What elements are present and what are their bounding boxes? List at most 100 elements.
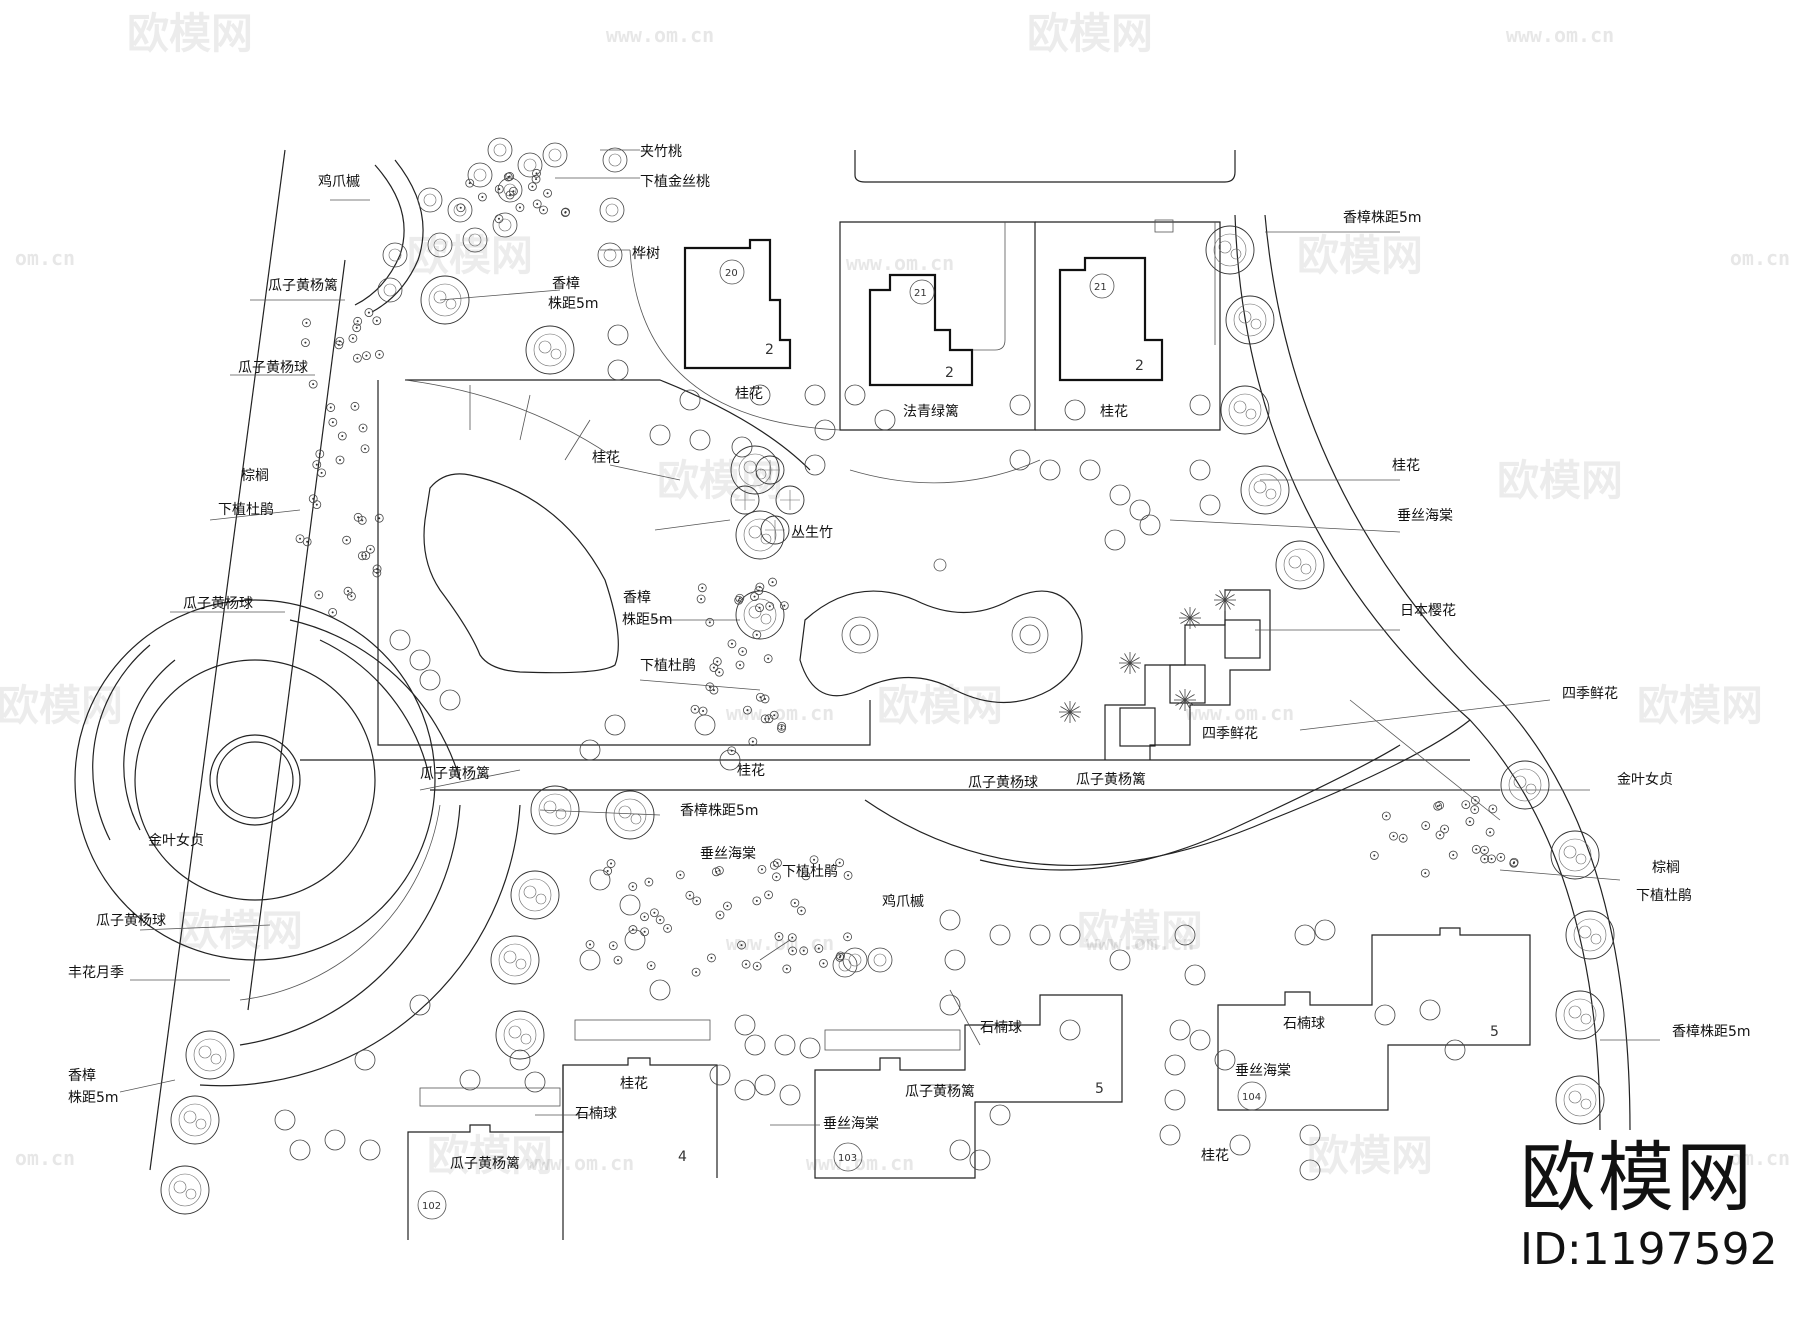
shrub-symbol bbox=[741, 959, 751, 969]
palm-symbol bbox=[1119, 652, 1141, 674]
shrub-symbol bbox=[755, 603, 764, 613]
shrub-symbol bbox=[1139, 514, 1161, 536]
shrub-symbol bbox=[712, 657, 722, 666]
building-number: 5 bbox=[1490, 1024, 1499, 1040]
shrub-symbol bbox=[835, 858, 845, 868]
shrub-symbol bbox=[939, 994, 961, 1016]
shrub-symbol bbox=[1169, 1019, 1191, 1041]
shrub-symbol bbox=[542, 142, 568, 168]
shrub-symbol bbox=[295, 534, 305, 544]
shrub-symbol bbox=[358, 423, 368, 433]
brand-logo: 欧模网 ID:1197592 bbox=[1520, 1140, 1800, 1323]
tree-symbol bbox=[160, 1165, 210, 1215]
watermark-url: om.cn bbox=[1730, 1146, 1790, 1170]
plant-label: 瓜子黄杨球 bbox=[968, 774, 1038, 791]
shrub-symbol bbox=[735, 660, 745, 670]
shrub-symbol bbox=[1164, 1054, 1186, 1076]
shrub-symbol bbox=[809, 855, 819, 865]
shrub-symbol bbox=[1444, 1039, 1466, 1061]
shrub-symbol bbox=[328, 607, 338, 617]
shrub-symbol bbox=[646, 961, 656, 970]
shrub-symbol bbox=[607, 359, 629, 381]
plant-label: 石楠球 bbox=[1283, 1016, 1325, 1032]
shrub-symbol bbox=[1189, 1029, 1211, 1051]
shrub-symbol bbox=[649, 979, 671, 1001]
shrub-symbol bbox=[1299, 1124, 1321, 1146]
bamboo-symbol bbox=[760, 515, 790, 545]
shrub-symbol bbox=[737, 940, 746, 950]
shrub-symbol bbox=[624, 929, 646, 951]
plant-label: 瓜子黄杨篱 bbox=[450, 1155, 520, 1172]
plant-label: 日本樱花 bbox=[1400, 602, 1456, 619]
watermark-url: om.cn bbox=[1730, 246, 1790, 270]
plant-label: 棕榈 bbox=[241, 468, 269, 484]
plant-label: 垂丝海棠 bbox=[1397, 508, 1453, 524]
shrub-symbol bbox=[1461, 800, 1471, 809]
shrub-symbol bbox=[768, 577, 777, 587]
tree-symbol bbox=[735, 510, 785, 560]
shrub-symbol bbox=[752, 896, 762, 906]
shrub-symbol bbox=[492, 212, 518, 238]
shrub-symbol bbox=[465, 178, 475, 188]
shrub-symbol bbox=[301, 338, 310, 348]
shrub-symbol bbox=[989, 1104, 1011, 1126]
tree-symbol bbox=[170, 1095, 220, 1145]
plant-label: 垂丝海棠 bbox=[700, 846, 756, 862]
shrub-symbol bbox=[804, 454, 826, 476]
shrub-symbol bbox=[804, 384, 826, 406]
shrub-symbol bbox=[312, 460, 322, 470]
shrub-symbol bbox=[757, 864, 767, 874]
shrub-symbol bbox=[352, 323, 362, 333]
shrub-symbol bbox=[389, 629, 411, 651]
plant-label: 丰花月季 bbox=[68, 965, 124, 981]
shrub-symbol bbox=[714, 667, 724, 677]
shrub-symbol bbox=[374, 513, 384, 523]
shrub-symbol bbox=[417, 187, 443, 213]
plant-label: 香樟株距5m bbox=[1343, 209, 1422, 226]
tree-symbol bbox=[605, 790, 655, 840]
shrub-symbol bbox=[649, 424, 671, 446]
palm-symbol bbox=[1214, 589, 1236, 611]
watermark-brand: 欧模网 bbox=[1297, 231, 1423, 280]
shrub-symbol bbox=[274, 1109, 296, 1131]
plant-label: 石楠球 bbox=[575, 1106, 617, 1122]
shrub-symbol bbox=[494, 184, 504, 194]
shrub-symbol bbox=[640, 912, 649, 922]
shrub-symbol bbox=[752, 961, 762, 971]
watermark-url: www.om.cn bbox=[1086, 931, 1194, 955]
shrub-symbol bbox=[599, 197, 625, 223]
shrub-symbol bbox=[604, 714, 626, 736]
plant-label: 石楠球 bbox=[980, 1020, 1022, 1036]
shrub-symbol bbox=[1104, 529, 1126, 551]
shrub-symbol bbox=[1435, 830, 1445, 840]
shrub-symbol bbox=[694, 714, 716, 736]
planting-layer bbox=[160, 137, 1615, 1215]
palm-symbol bbox=[1174, 689, 1196, 711]
shrub-symbol bbox=[312, 500, 322, 510]
building-id: 21 bbox=[1094, 282, 1107, 293]
plant-label: 垂丝海棠 bbox=[823, 1116, 879, 1132]
shrub-symbol bbox=[709, 1064, 731, 1086]
plant-label: 瓜子黄杨球 bbox=[183, 595, 253, 612]
plant-label: 下植金丝桃 bbox=[640, 174, 710, 190]
shrub-symbol bbox=[1029, 924, 1051, 946]
plant-label: 棕榈 bbox=[1652, 860, 1680, 876]
shrub-symbol bbox=[324, 1129, 346, 1151]
plant-label: 瓜子黄杨篱 bbox=[905, 1083, 975, 1100]
shrub-symbol bbox=[419, 669, 441, 691]
watermark-brand: 欧模网 bbox=[1637, 681, 1763, 730]
tree-symbol bbox=[490, 935, 540, 985]
tree-symbol bbox=[1555, 1075, 1605, 1125]
plant-label: 鸡爪槭 bbox=[882, 893, 924, 910]
plant-label: 株距5m bbox=[68, 1090, 119, 1106]
shrub-symbol bbox=[969, 1149, 991, 1171]
plant-label: 下植杜鹃 bbox=[1636, 887, 1692, 904]
shrub-symbol bbox=[467, 162, 493, 188]
shrub-symbol bbox=[1471, 844, 1481, 854]
shrub-symbol bbox=[606, 859, 616, 868]
plant-label: 桦树 bbox=[632, 246, 660, 262]
shrub-symbol bbox=[696, 594, 706, 604]
palm-symbol bbox=[1059, 701, 1081, 723]
plant-label: 桂花 bbox=[1392, 458, 1420, 474]
